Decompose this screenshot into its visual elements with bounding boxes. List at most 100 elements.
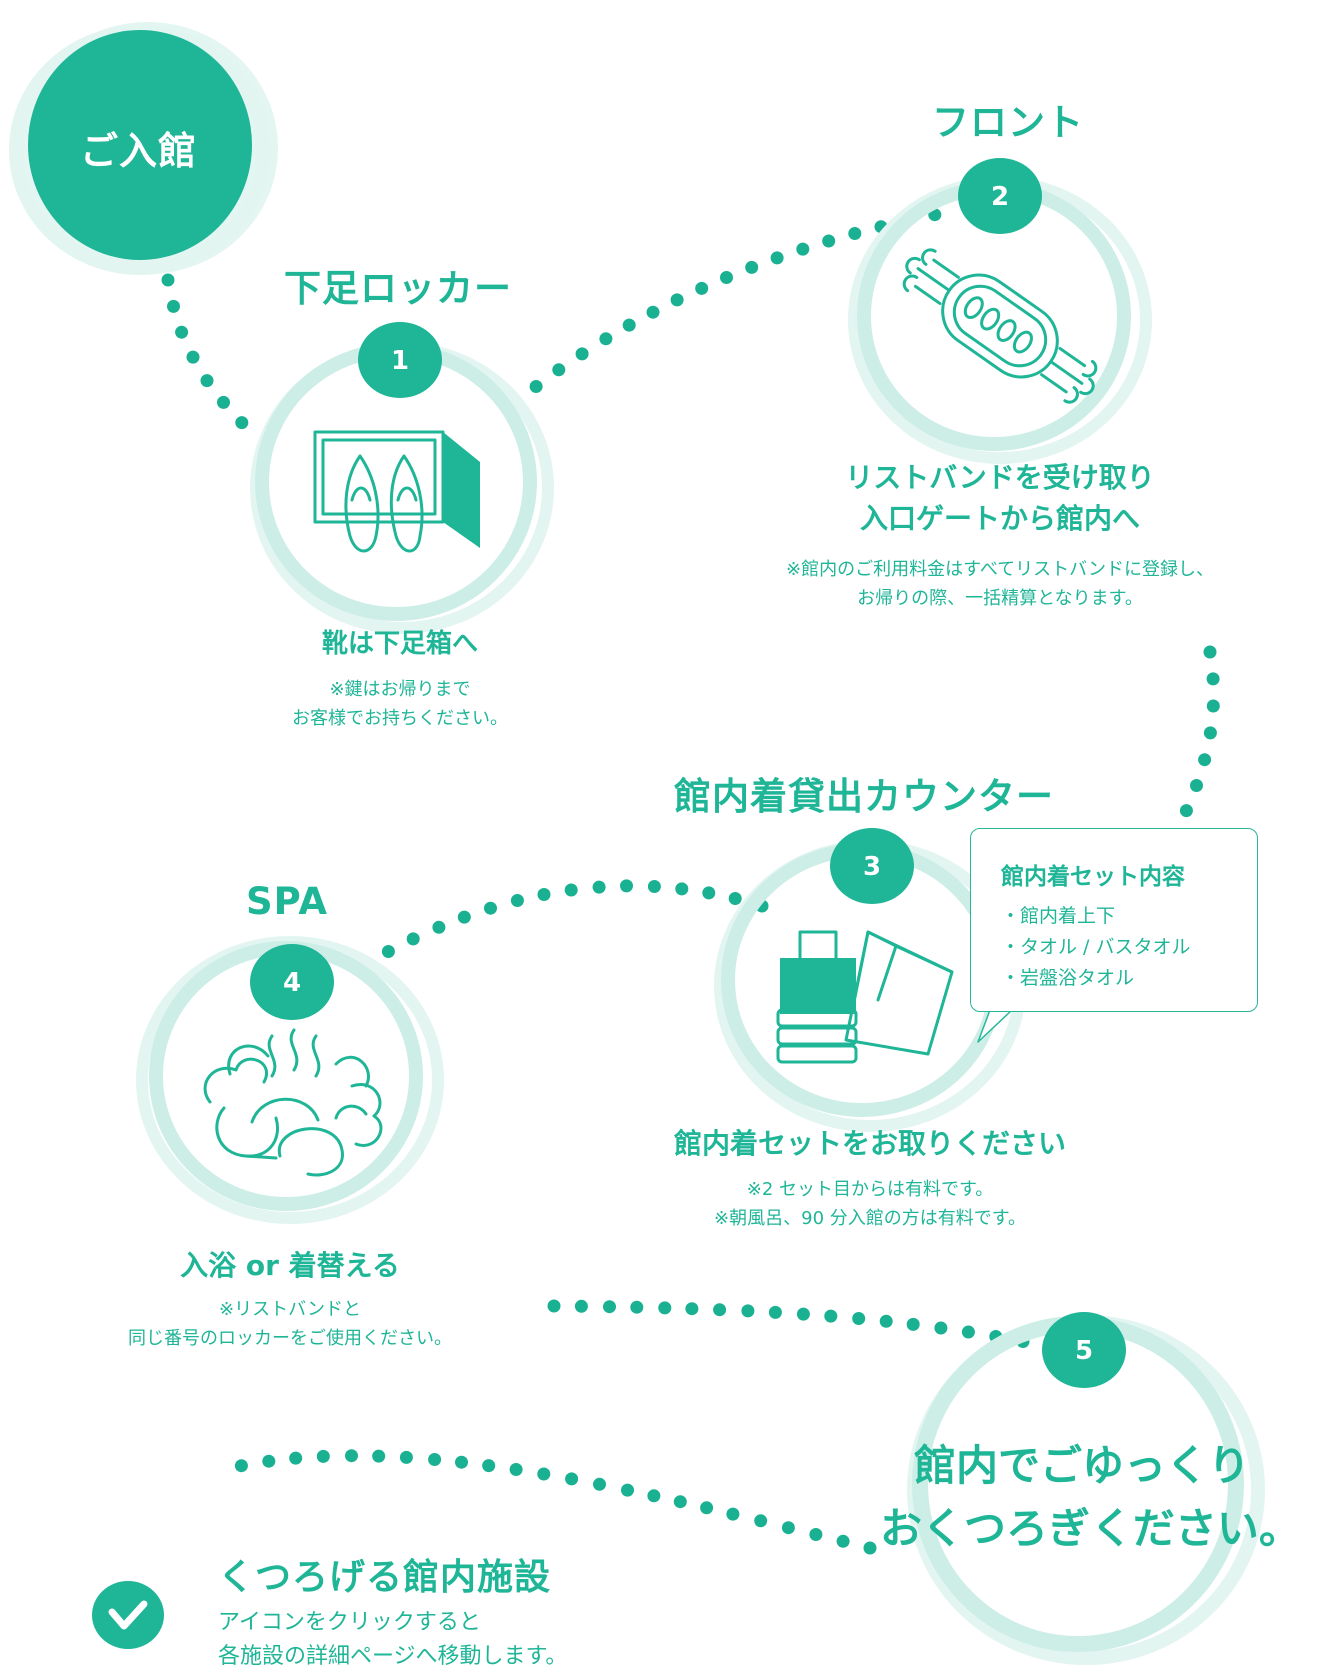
path-dot <box>574 1299 588 1313</box>
path-dot <box>372 1449 386 1463</box>
step-4-note: ※リストバンドと 同じ番号のロッカーをご使用ください。 <box>80 1296 500 1354</box>
path-dot <box>484 901 497 915</box>
step-3-note-line: ※朝風呂、90 分入館の方は有料です。 <box>714 1207 1026 1229</box>
path-dot <box>161 273 175 287</box>
path-dot <box>167 299 180 313</box>
path-dot <box>768 1305 782 1319</box>
path-dot <box>1198 753 1212 767</box>
path-dot <box>432 920 446 934</box>
step-2-heading: フロント <box>932 101 1084 144</box>
step-2-caption-line: 入口ゲートから館内へ <box>859 501 1140 535</box>
path-dot <box>754 1514 768 1528</box>
step-2-caption: リストバンドを受け取り 入口ゲートから館内へ <box>760 458 1240 539</box>
path-dot <box>262 1454 276 1468</box>
path-dot <box>603 1300 616 1314</box>
path-dot <box>537 1467 551 1481</box>
facilities-note-line: 各施設の詳細ページへ移動します。 <box>218 1644 568 1670</box>
path-dot <box>509 1463 523 1476</box>
check-circle-icon <box>92 1581 164 1649</box>
path-dot <box>770 251 784 265</box>
step-1-caption-line: 靴は下足箱へ <box>321 629 478 659</box>
step-1-heading: 下足ロッカー <box>284 267 512 310</box>
facilities-note: アイコンをクリックすると 各施設の詳細ページへ移動します。 <box>218 1606 567 1674</box>
step-2-number: 2 <box>990 182 1010 212</box>
path-dot <box>726 1507 740 1521</box>
path-dot <box>622 318 636 332</box>
path-dot <box>713 1303 727 1317</box>
path-dot <box>552 363 566 377</box>
step-4-badge <box>250 944 334 1020</box>
step-5-caption: 館内でごゆっくり おくつろぎください。 <box>880 1434 1301 1560</box>
path-dot <box>175 325 189 339</box>
step-5-number: 5 <box>1074 1336 1094 1366</box>
step-2-note-line: ※館内のご利用料金はすべてリストバンドに登録し、 <box>786 559 1214 580</box>
path-dot <box>781 1521 795 1535</box>
path-dot <box>745 260 759 274</box>
path-dot <box>1203 726 1217 740</box>
path-dot <box>685 1302 699 1316</box>
path-dot <box>646 305 660 319</box>
path-dot <box>1206 672 1220 686</box>
path-dot <box>961 1325 975 1339</box>
path-dot <box>702 886 716 900</box>
path-dot <box>593 1477 606 1491</box>
path-dot <box>399 1450 413 1464</box>
path-dot <box>809 1528 823 1541</box>
path-dot <box>537 888 551 901</box>
path-dot <box>234 1459 248 1473</box>
path-dot <box>863 1541 877 1555</box>
facilities-heading: くつろげる館内施設 <box>218 1557 552 1598</box>
path-dot <box>482 1459 496 1473</box>
step-5-caption-line: おくつろぎください。 <box>880 1504 1301 1553</box>
path-dot <box>529 380 543 393</box>
step-3-caption: 館内着セットをお取りください <box>620 1124 1120 1165</box>
step-3-note: ※2 セット目からは有料です。 ※朝風呂、90 分入館の方は有料です。 <box>620 1176 1120 1234</box>
clothes-set-icon <box>776 930 954 1064</box>
path-dot <box>620 879 633 893</box>
path-dot <box>381 945 395 958</box>
path-dot <box>852 1312 866 1325</box>
path-dot <box>289 1451 303 1465</box>
step-4-number: 4 <box>282 968 302 998</box>
path-dot <box>822 234 836 248</box>
bubble-list: ・館内着上下 ・タオル / バスタオル ・岩盤浴タオル <box>1001 901 1190 993</box>
path-dot <box>906 1317 920 1331</box>
path-dot <box>836 1534 850 1548</box>
path-dot <box>647 880 661 893</box>
path-dot <box>670 293 684 307</box>
path-dot <box>565 1472 579 1486</box>
facilities-note-line: アイコンをクリックすると <box>218 1610 481 1635</box>
step-1-number: 1 <box>390 346 410 376</box>
path-dot <box>428 1453 442 1466</box>
step-3-heading: 館内着貸出カウンター <box>674 775 1054 818</box>
step-4-note-line: 同じ番号のロッカーをご使用ください。 <box>128 1327 452 1349</box>
path-dot <box>575 347 589 361</box>
wristband-icon <box>902 248 1098 404</box>
path-dot <box>406 932 420 946</box>
step-1-note: ※鍵はお帰りまで お客様でお持ちください。 <box>200 676 600 734</box>
path-dot <box>720 271 733 284</box>
path-dot <box>658 1301 672 1315</box>
path-dot <box>235 416 249 430</box>
step-1-note-line: お客様でお持ちください。 <box>292 707 508 729</box>
path-dot <box>316 1449 330 1463</box>
path-dot <box>675 882 689 896</box>
path-dot <box>741 1304 755 1318</box>
path-dot <box>879 1314 893 1328</box>
path-dot <box>647 1489 661 1503</box>
path-dot <box>510 894 524 907</box>
path-dot <box>1179 804 1193 818</box>
step-2-note-line: お帰りの際、一括精算となります。 <box>857 587 1143 609</box>
path-dot <box>630 1300 644 1314</box>
path-dot <box>1206 699 1220 713</box>
path-dot <box>796 1307 810 1321</box>
hot-spring-icon <box>203 1028 383 1177</box>
step-4-note-line: ※リストバンドと <box>219 1299 361 1320</box>
step-3-number: 3 <box>862 852 882 882</box>
path-dot <box>599 332 613 346</box>
step-4-heading: SPA <box>246 880 329 923</box>
step-4-caption-line: 入浴 or 着替える <box>180 1249 400 1282</box>
path-dot <box>455 1455 468 1469</box>
path-dot <box>700 1501 714 1515</box>
